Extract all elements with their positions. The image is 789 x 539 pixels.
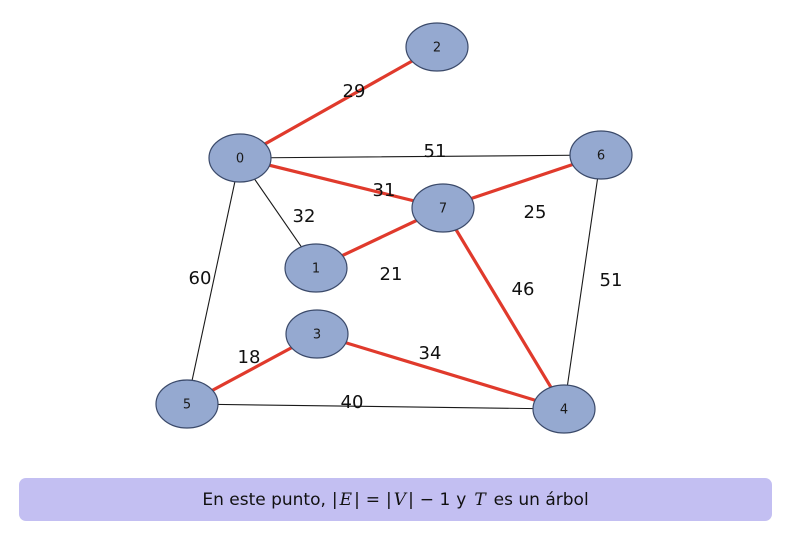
node-5: 5: [155, 379, 219, 429]
node-0-circle: [208, 133, 272, 183]
edge-0-5: [186, 157, 241, 405]
caption-abs-close-v: |: [408, 489, 414, 510]
caption-box: En este punto, |E| = |V| − 1 y T es un á…: [19, 478, 772, 521]
caption-abs-close-e: |: [354, 489, 360, 510]
caption-edge-set: E: [339, 489, 353, 510]
node-2-label: 2: [433, 41, 441, 56]
tree-edge-0-7: [238, 156, 445, 210]
edge-weight-1-7: 21: [380, 264, 403, 285]
caption-equals: =: [365, 489, 381, 510]
caption-tree-var: T: [474, 489, 486, 510]
edge-weight-0-6: 51: [424, 141, 447, 162]
node-7-circle: [411, 183, 475, 233]
node-3-circle: [285, 309, 349, 359]
edge-weight-0-2: 29: [343, 81, 366, 102]
caption-minus-one: − 1: [419, 489, 451, 510]
caption-abs-open-e: |: [331, 489, 338, 510]
caption-abs-open-v: |: [386, 489, 392, 510]
node-4-label: 4: [560, 403, 568, 418]
node-6: 6: [569, 130, 633, 180]
node-1: 1: [284, 243, 348, 293]
caption-suffix: es un árbol: [493, 489, 589, 510]
edge-weight-7-6: 25: [524, 202, 547, 223]
edge-weight-0-1: 32: [293, 206, 316, 227]
node-1-label: 1: [312, 262, 320, 277]
node-4: 4: [532, 384, 596, 434]
node-6-label: 6: [597, 149, 605, 164]
edge-weight-3-4: 34: [419, 343, 442, 364]
node-7-label: 7: [439, 202, 447, 217]
node-0-label: 0: [236, 152, 244, 167]
caption-vertex-set: V: [393, 489, 407, 510]
edge-weight-5-4: 40: [341, 392, 364, 413]
edge-weight-5-3: 18: [238, 347, 261, 368]
node-2-circle: [405, 22, 469, 72]
node-5-circle: [155, 379, 219, 429]
edge-weight-0-7: 31: [373, 180, 396, 201]
node-4-circle: [532, 384, 596, 434]
caption-conj: y: [456, 489, 467, 510]
tree-edge-7-4: [441, 206, 566, 411]
edge-weight-0-5: 60: [189, 268, 212, 289]
node-1-circle: [284, 243, 348, 293]
tree-edge-3-4: [315, 332, 566, 411]
node-7: 7: [411, 183, 475, 233]
edge-weight-6-4: 51: [600, 270, 623, 291]
node-0: 0: [208, 133, 272, 183]
node-2: 2: [405, 22, 469, 72]
tree-edge-0-2: [238, 45, 439, 160]
node-3-label: 3: [313, 328, 321, 343]
node-3: 3: [285, 309, 349, 359]
node-6-circle: [569, 130, 633, 180]
node-5-label: 5: [183, 398, 191, 413]
edge-6-4: [563, 154, 602, 410]
edge-weight-7-4: 46: [512, 279, 535, 300]
caption-prefix: En este punto,: [202, 489, 326, 510]
edge-0-6: [239, 154, 602, 159]
edge-5-4: [186, 403, 565, 410]
